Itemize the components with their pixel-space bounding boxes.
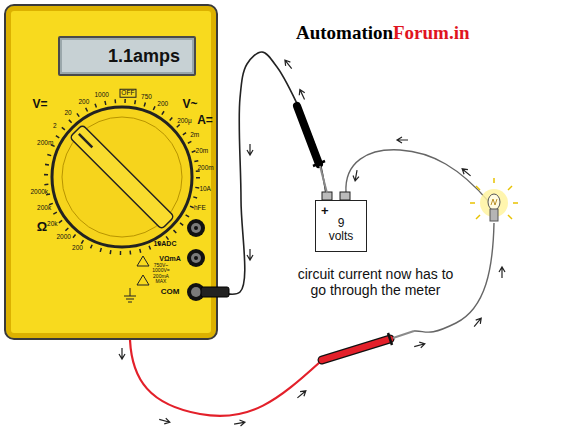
- switch-position: OFF: [119, 89, 136, 98]
- current-arrow: [234, 419, 246, 427]
- range-value: 200k: [37, 205, 51, 212]
- range-value: 2m: [190, 132, 199, 139]
- current-arrow: [460, 166, 472, 178]
- jack-label: COM: [161, 288, 180, 296]
- range-value: 20: [64, 109, 71, 116]
- bulb-ray: [508, 215, 512, 219]
- bulb-ray: [508, 186, 512, 190]
- watermark: Automation: [296, 22, 393, 44]
- range-value: 2: [53, 123, 57, 130]
- range-value: 10A: [199, 185, 211, 192]
- current-arrow: [283, 58, 295, 70]
- range-value: 750: [141, 93, 152, 100]
- range-label: V~: [182, 98, 197, 110]
- range-value: 200m: [37, 140, 53, 147]
- warning-text: 750V~ 1000V= 200mA MAX: [150, 263, 172, 284]
- probe-tip: [393, 331, 414, 338]
- bulb-glow: [480, 189, 508, 217]
- range-value: 200: [157, 100, 168, 107]
- current-arrow: [499, 267, 505, 278]
- range-value: 200: [78, 99, 89, 106]
- range-label: Ω: [37, 220, 47, 233]
- bulb-filament: [491, 199, 497, 205]
- probe-handle: [297, 106, 319, 164]
- range-label: A=: [197, 114, 213, 126]
- range-value: 20k: [47, 221, 57, 228]
- probe-guard: [388, 333, 392, 345]
- current-arrow: [413, 341, 425, 350]
- watermark: Forum.in: [393, 22, 470, 44]
- bulb-glass: [488, 194, 500, 210]
- red-test-lead: [130, 340, 320, 416]
- battery-terminal: [340, 192, 350, 200]
- battery-box: +9 volts: [315, 200, 367, 252]
- current-arrow: [397, 137, 408, 143]
- bulb-ray: [493, 178, 495, 183]
- red-probe: [322, 331, 414, 360]
- range-value: 200: [72, 245, 83, 252]
- meter-reading: 1.1amps: [108, 47, 180, 65]
- current-arrow: [352, 170, 360, 182]
- range-label: V=: [32, 98, 47, 110]
- lcd-display: 1.1amps: [58, 36, 196, 76]
- current-arrow: [297, 88, 307, 101]
- probe-handle: [322, 339, 390, 360]
- range-value: 2000: [56, 234, 70, 241]
- range-value: 200m: [197, 165, 213, 172]
- current-arrow: [247, 144, 253, 155]
- annotation-note: circuit current now has to go through th…: [293, 266, 458, 298]
- battery-voltage: 9 volts: [326, 217, 356, 243]
- battery-terminal: [322, 192, 332, 200]
- range-value: hFE: [194, 205, 206, 212]
- current-arrow: [247, 249, 253, 260]
- circuit-wire: [346, 150, 489, 202]
- current-arrow: [119, 348, 125, 359]
- range-value: 1000: [94, 92, 108, 99]
- range-value: 200μ: [177, 118, 192, 125]
- bulb-ray: [476, 186, 480, 190]
- jack-label: VΩmA: [159, 255, 181, 262]
- current-arrow: [472, 316, 484, 328]
- current-arrow: [158, 417, 170, 426]
- connector-layer: [218, 52, 327, 294]
- range-value: 2000k: [30, 188, 48, 195]
- jack-label: 10ADC: [154, 240, 177, 247]
- probe-tip: [320, 166, 327, 193]
- test-lead-wire: [218, 52, 327, 294]
- probe-outline: [322, 339, 390, 360]
- multimeter-body: 1.1ampsV= 1000 200 20 2 200m OFF 750 200 V~ 200μ 2m…: [4, 4, 218, 340]
- bulb-ray: [476, 215, 480, 219]
- bulb-base: [490, 209, 498, 221]
- bulb-ray: [470, 202, 475, 204]
- current-arrow: [295, 388, 307, 400]
- polarity-sign: +: [321, 204, 329, 217]
- range-value: 20m: [196, 148, 209, 155]
- bulb-ray: [513, 202, 518, 204]
- black-probe: [297, 106, 327, 193]
- probe-guard: [313, 161, 325, 166]
- light-bulb: [470, 178, 518, 221]
